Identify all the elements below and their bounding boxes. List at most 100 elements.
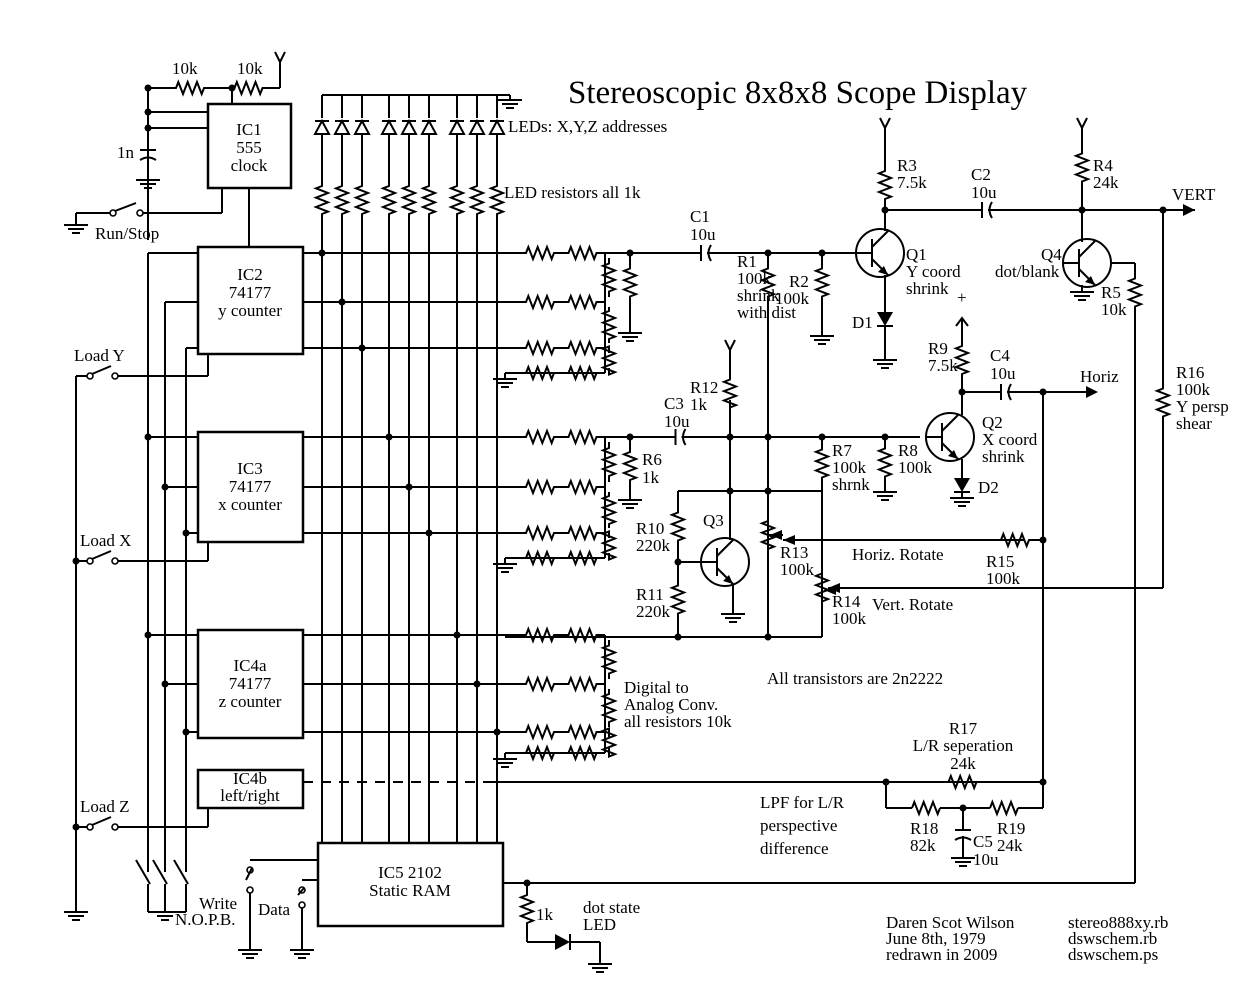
ic4a-label: IC4a	[233, 656, 267, 675]
resistor	[600, 640, 618, 679]
ground-symbol	[64, 224, 88, 234]
resistor	[876, 437, 894, 488]
dac-label: Analog Conv.	[624, 695, 718, 714]
resistor	[600, 492, 618, 528]
resistor	[565, 478, 600, 496]
d1-label: D1	[852, 313, 873, 332]
resistor	[565, 744, 600, 762]
lpf-label: difference	[760, 839, 829, 858]
dot-state-led	[555, 934, 570, 950]
capacitor-plate	[682, 428, 687, 446]
q2-label: X coord	[982, 430, 1038, 449]
resistor	[600, 689, 618, 727]
ic2-label: IC2	[237, 265, 263, 284]
resistor	[813, 437, 831, 490]
emitter-arrow	[948, 450, 958, 459]
supply-plus-symbol	[724, 339, 736, 353]
ic3-x-counter	[196, 430, 305, 544]
horiz-arrow	[1086, 386, 1098, 398]
junction-dot	[144, 433, 152, 441]
d1-diode	[877, 312, 893, 326]
ic4a-label: z counter	[219, 692, 282, 711]
dot-state-label: dot state	[583, 898, 640, 917]
junction-dot	[182, 728, 190, 736]
nopb-switch	[173, 859, 189, 885]
transistors-note: All transistors are 2n2222	[767, 669, 943, 688]
resistor	[565, 524, 600, 542]
c1-label: C1	[690, 207, 710, 226]
r13-pot	[770, 530, 782, 540]
switch-contact	[86, 823, 94, 831]
capacitor-plate	[1007, 383, 1012, 401]
r12-label: R12	[690, 378, 718, 397]
led-diode	[400, 118, 418, 135]
r16-label: R16	[1176, 363, 1204, 382]
resistor	[600, 258, 618, 297]
led-diode	[420, 118, 438, 135]
r11-label: R11	[636, 585, 664, 604]
r9-supply-arrow	[955, 316, 969, 327]
resistor	[759, 253, 777, 312]
nopb-switch	[135, 859, 151, 885]
resistor	[600, 727, 618, 758]
q2-transistor	[925, 412, 975, 462]
r19-label: R19	[997, 819, 1025, 838]
resistor	[565, 339, 600, 357]
r11-label: 220k	[636, 602, 671, 621]
resistor	[565, 244, 600, 262]
ground-symbol	[873, 359, 897, 369]
r-1k-label: 1k	[536, 905, 554, 924]
resistor	[420, 185, 438, 215]
load-y-label: Load Y	[74, 346, 125, 365]
switch-contact	[86, 372, 94, 380]
ic1-label: clock	[231, 156, 268, 175]
r16-label: shear	[1176, 414, 1212, 433]
ground-symbol	[290, 949, 314, 959]
junction-dot	[72, 823, 80, 831]
horiz-rotate-label: Horiz. Rotate	[852, 545, 944, 564]
junction-dot	[318, 249, 326, 257]
r7-label: R7	[832, 441, 852, 460]
q4-transistor	[1062, 238, 1112, 288]
junction-dot	[1039, 536, 1047, 544]
c2-label: 10u	[971, 183, 997, 202]
files-text: stereo888xy.rb	[1068, 913, 1168, 932]
data-label: Data	[258, 900, 291, 919]
r9-label: R9	[928, 339, 948, 358]
switch-blade	[114, 202, 137, 212]
junction-dot	[453, 631, 461, 639]
switch-blade	[297, 887, 305, 896]
resistor	[565, 723, 600, 741]
q2-label: shrink	[982, 447, 1025, 466]
resistor	[1073, 150, 1091, 185]
ic1-clock	[206, 102, 293, 190]
ground-symbol	[951, 857, 975, 867]
dot-state-label: LED	[583, 915, 616, 934]
switch-blade	[91, 550, 112, 560]
resistor	[565, 675, 600, 693]
c4-label: C4	[990, 346, 1010, 365]
resistor	[953, 340, 971, 380]
junction-dot	[161, 680, 169, 688]
resistor	[621, 253, 639, 312]
resistor	[520, 524, 560, 542]
ic4b-label: IC4b	[233, 769, 267, 788]
r8-label: 100k	[898, 458, 933, 477]
r6-label: R6	[642, 450, 662, 469]
resistor	[520, 244, 560, 262]
r5-label: 10k	[1101, 300, 1127, 319]
resistor	[520, 723, 560, 741]
resistor	[600, 530, 618, 561]
ground-symbol	[588, 963, 612, 973]
resistor	[565, 428, 600, 446]
ic1-label: 555	[236, 138, 262, 157]
led-diode	[468, 118, 486, 135]
nopb-label: N.O.P.B.	[175, 910, 235, 929]
ground-symbol	[618, 499, 642, 509]
ground-symbol	[238, 949, 262, 959]
c1-label: 10u	[690, 225, 716, 244]
lpf-label: LPF for L/R	[760, 793, 845, 812]
switch-contact	[298, 901, 306, 909]
ic3-label: x counter	[218, 495, 282, 514]
c5-label: C5	[973, 832, 993, 851]
